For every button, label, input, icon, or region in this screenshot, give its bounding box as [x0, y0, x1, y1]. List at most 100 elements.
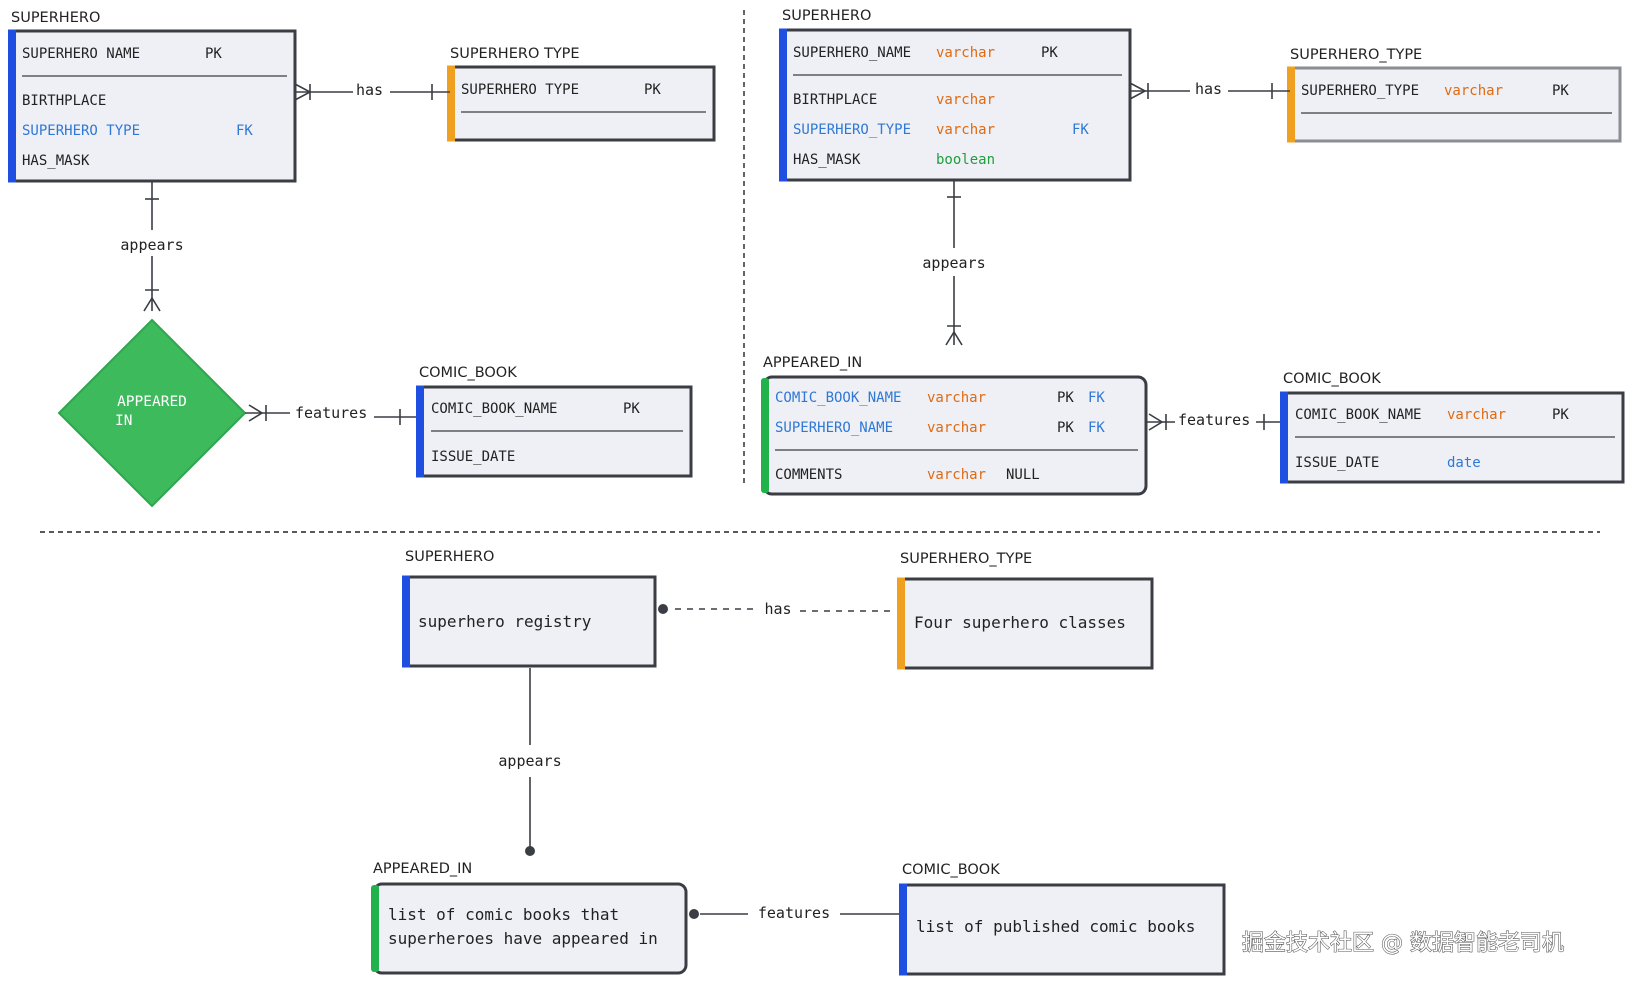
diamond-label-line1: APPEARED	[117, 394, 187, 410]
entity-description: superhero registry	[418, 612, 592, 631]
attr-issue-date: ISSUE_DATE	[1295, 455, 1379, 471]
rel-label: features	[1178, 411, 1250, 429]
entity-accent-bar	[371, 885, 379, 972]
crows-foot-many-icon	[143, 289, 161, 312]
attr-has-mask-type: boolean	[936, 152, 995, 168]
descriptive-features-relationship[interactable]: features	[689, 904, 899, 922]
entity-title: APPEARED_IN	[763, 355, 862, 371]
attr-fk-tag: FK	[236, 123, 253, 139]
entity-accent-bar	[402, 575, 410, 668]
descriptive-has-relationship[interactable]: has	[658, 600, 895, 618]
entity-title: SUPERHERO TYPE	[450, 46, 580, 62]
descriptive-comic-book-entity[interactable]: COMIC_BOOK list of published comic books	[899, 862, 1226, 976]
conceptual-comic-book-entity[interactable]: COMIC_BOOK COMIC_BOOK_NAME PK ISSUE_DATE	[416, 365, 693, 478]
attr-pk-tag: PK	[1057, 390, 1074, 406]
entity-accent-bar	[761, 378, 769, 493]
attr-pk-type: varchar	[1447, 407, 1506, 423]
crows-foot-many-icon	[945, 325, 963, 346]
entity-box	[448, 65, 716, 142]
conceptual-features-relationship[interactable]: features	[245, 404, 416, 425]
logical-comic-book-entity[interactable]: COMIC_BOOK COMIC_BOOK_NAME varchar PK IS…	[1280, 371, 1625, 484]
attr-pk-tag: PK	[1057, 420, 1074, 436]
entity-title: COMIC_BOOK	[902, 862, 1000, 878]
attr-fk-tag: FK	[1088, 390, 1105, 406]
attr-pk-tag: PK	[1552, 407, 1569, 423]
rel-label: has	[356, 81, 383, 99]
attr-pk-tag: PK	[1041, 45, 1058, 61]
entity-description: list of published comic books	[916, 917, 1195, 936]
attr-comments: COMMENTS	[775, 467, 842, 483]
entity-title: SUPERHERO	[405, 549, 494, 565]
descriptive-superhero-entity[interactable]: SUPERHERO superhero registry	[402, 549, 657, 668]
crows-foot-many-icon	[248, 404, 267, 422]
logical-has-relationship[interactable]: has	[1129, 80, 1290, 100]
attr-superhero-name-type: varchar	[927, 420, 986, 436]
conceptual-appears-relationship[interactable]: appears	[120, 181, 184, 312]
dot-end-icon	[525, 846, 535, 856]
conceptual-superhero-type-entity[interactable]: SUPERHERO TYPE SUPERHERO TYPE PK	[447, 46, 716, 142]
entity-box	[1288, 66, 1622, 143]
attr-pk-tag: PK	[1552, 83, 1569, 99]
rel-label: features	[758, 904, 830, 922]
rel-label: features	[295, 404, 367, 422]
descriptive-superhero-type-entity[interactable]: SUPERHERO_TYPE Four superhero classes	[897, 551, 1154, 670]
attr-issue-date-type: date	[1447, 455, 1481, 471]
logical-appeared-in-entity[interactable]: APPEARED_IN COMIC_BOOK_NAME varchar PK F…	[761, 355, 1148, 496]
entity-title: SUPERHERO_TYPE	[1290, 47, 1422, 63]
logical-superhero-type-entity[interactable]: SUPERHERO_TYPE SUPERHERO_TYPE varchar PK	[1287, 47, 1622, 143]
logical-superhero-entity[interactable]: SUPERHERO SUPERHERO_NAME varchar PK BIRT…	[779, 8, 1132, 182]
logical-features-relationship[interactable]: features	[1146, 411, 1280, 431]
attr-birthplace: BIRTHPLACE	[793, 92, 877, 108]
rel-label: appears	[922, 254, 985, 272]
rel-label: has	[764, 600, 791, 618]
watermark: 掘金技术社区 @ 数据智能老司机	[1242, 931, 1564, 956]
entity-title: SUPERHERO	[11, 10, 100, 26]
attr-comments-null: NULL	[1006, 467, 1040, 483]
descriptive-appears-relationship[interactable]: appears	[498, 668, 562, 856]
entity-title: SUPERHERO_TYPE	[900, 551, 1032, 567]
attr-superhero-type: SUPERHERO TYPE	[22, 123, 140, 139]
attr-has-mask: HAS_MASK	[793, 152, 861, 168]
entity-title: SUPERHERO	[782, 8, 871, 24]
entity-description-line1: list of comic books that	[388, 905, 619, 924]
attr-birthplace-type: varchar	[936, 92, 995, 108]
descriptive-appeared-in-entity[interactable]: APPEARED_IN list of comic books that sup…	[371, 861, 688, 975]
attr-pk-name: COMIC_BOOK_NAME	[431, 401, 557, 417]
entity-box	[403, 575, 657, 668]
attr-pk-name: SUPERHERO_NAME	[793, 45, 911, 61]
attr-pk-name: SUPERHERO NAME	[22, 46, 140, 62]
crows-foot-many-icon	[294, 83, 312, 101]
attr-superhero-type-type: varchar	[936, 122, 995, 138]
conceptual-has-relationship[interactable]: has	[294, 81, 450, 101]
attr-pk-tag: PK	[644, 82, 661, 98]
attr-comments-type: varchar	[927, 467, 986, 483]
attr-pk-name: SUPERHERO_TYPE	[1301, 83, 1419, 99]
attr-issue-date: ISSUE_DATE	[431, 449, 515, 465]
attr-pk-name: SUPERHERO TYPE	[461, 82, 579, 98]
rel-label: has	[1195, 80, 1222, 98]
entity-accent-bar	[779, 28, 787, 182]
conceptual-appeared-in-diamond[interactable]: APPEARED IN	[57, 318, 247, 508]
dot-end-icon	[689, 909, 699, 919]
crows-foot-many-icon	[1129, 82, 1149, 100]
rel-label: appears	[120, 236, 183, 254]
logical-appears-relationship[interactable]: appears	[922, 180, 986, 346]
attr-birthplace: BIRTHPLACE	[22, 93, 106, 109]
rel-label: appears	[498, 752, 561, 770]
attr-comic-book-name: COMIC_BOOK_NAME	[775, 390, 901, 406]
entity-box	[898, 577, 1154, 670]
entity-accent-bar	[1280, 391, 1288, 484]
attr-pk-type: varchar	[936, 45, 995, 61]
entity-title: COMIC_BOOK	[1283, 371, 1381, 387]
attr-pk-type: varchar	[1444, 83, 1503, 99]
conceptual-superhero-entity[interactable]: SUPERHERO SUPERHERO NAME PK BIRTHPLACE S…	[8, 10, 297, 183]
entity-description: Four superhero classes	[914, 613, 1126, 632]
attr-pk-name: COMIC_BOOK_NAME	[1295, 407, 1421, 423]
diamond-label-line2: IN	[115, 413, 132, 429]
attr-fk-tag: FK	[1088, 420, 1105, 436]
attr-pk-tag: PK	[623, 401, 640, 417]
attr-has-mask: HAS_MASK	[22, 153, 90, 169]
attr-superhero-name: SUPERHERO_NAME	[775, 420, 893, 436]
relationship-diamond	[57, 318, 247, 508]
